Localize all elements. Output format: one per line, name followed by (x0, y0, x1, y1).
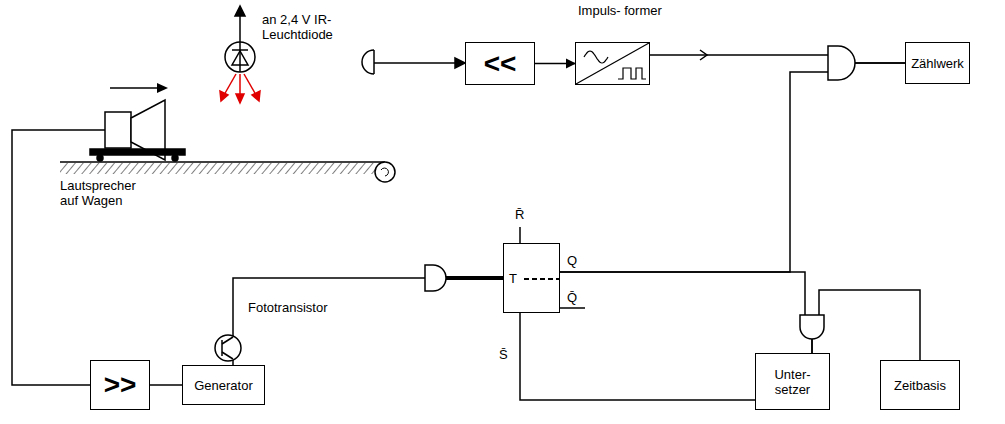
speaker-wire (12, 130, 105, 385)
component-label: Fototransistor (248, 300, 327, 315)
box-text: >> (104, 370, 137, 400)
signal-wire (560, 63, 905, 272)
box-text: Zählwerk (911, 56, 964, 71)
signal-wire (150, 384, 182, 386)
signal-wire (560, 272, 812, 353)
signal-wire (520, 313, 755, 400)
box-text: Unter- setzer (774, 367, 810, 397)
pulse-former-box: Impuls- former (575, 42, 650, 85)
pin-stub (519, 227, 521, 243)
pulse-former-symbol (576, 43, 649, 84)
pin-label: Q̄ (567, 290, 577, 305)
pin-stub (560, 307, 585, 309)
signal-wire (650, 55, 905, 63)
and-gate (800, 315, 824, 339)
signal-wire (535, 63, 575, 65)
pin-label: Impuls- former (578, 3, 662, 18)
and-gate (828, 46, 855, 80)
box-text: Zeitbasis (894, 378, 946, 393)
pin-label: T (509, 271, 517, 286)
pin-label: Q (567, 253, 577, 268)
generator-box: Generator (182, 365, 265, 405)
pin-label: R̄ (515, 207, 524, 222)
ir-led-symbol (225, 6, 255, 72)
trigger-wire (446, 276, 503, 280)
box-text: Generator (194, 378, 253, 393)
timebase-box: Zeitbasis (880, 360, 960, 410)
box-text: << (484, 49, 517, 79)
amplifier-box: >> (90, 360, 150, 410)
signal-arrow (700, 50, 707, 60)
signal-wire (812, 290, 920, 360)
led-label: an 2,4 V IR-Leuchtdiode (262, 12, 357, 42)
divider-box: Unter- setzer (755, 353, 830, 410)
amplifier-box: << (465, 42, 535, 85)
flipflop-box: R̄TQQ̄S̄ (503, 243, 560, 313)
infrared-rays (220, 74, 260, 103)
speaker-label: Lautsprecher auf Wagen (60, 178, 152, 208)
microphone-symbol (362, 50, 465, 74)
counter-box: Zählwerk (905, 42, 970, 84)
motion-arrow (110, 83, 168, 93)
and-gate (425, 265, 446, 291)
pin-label: S̄ (499, 347, 508, 362)
